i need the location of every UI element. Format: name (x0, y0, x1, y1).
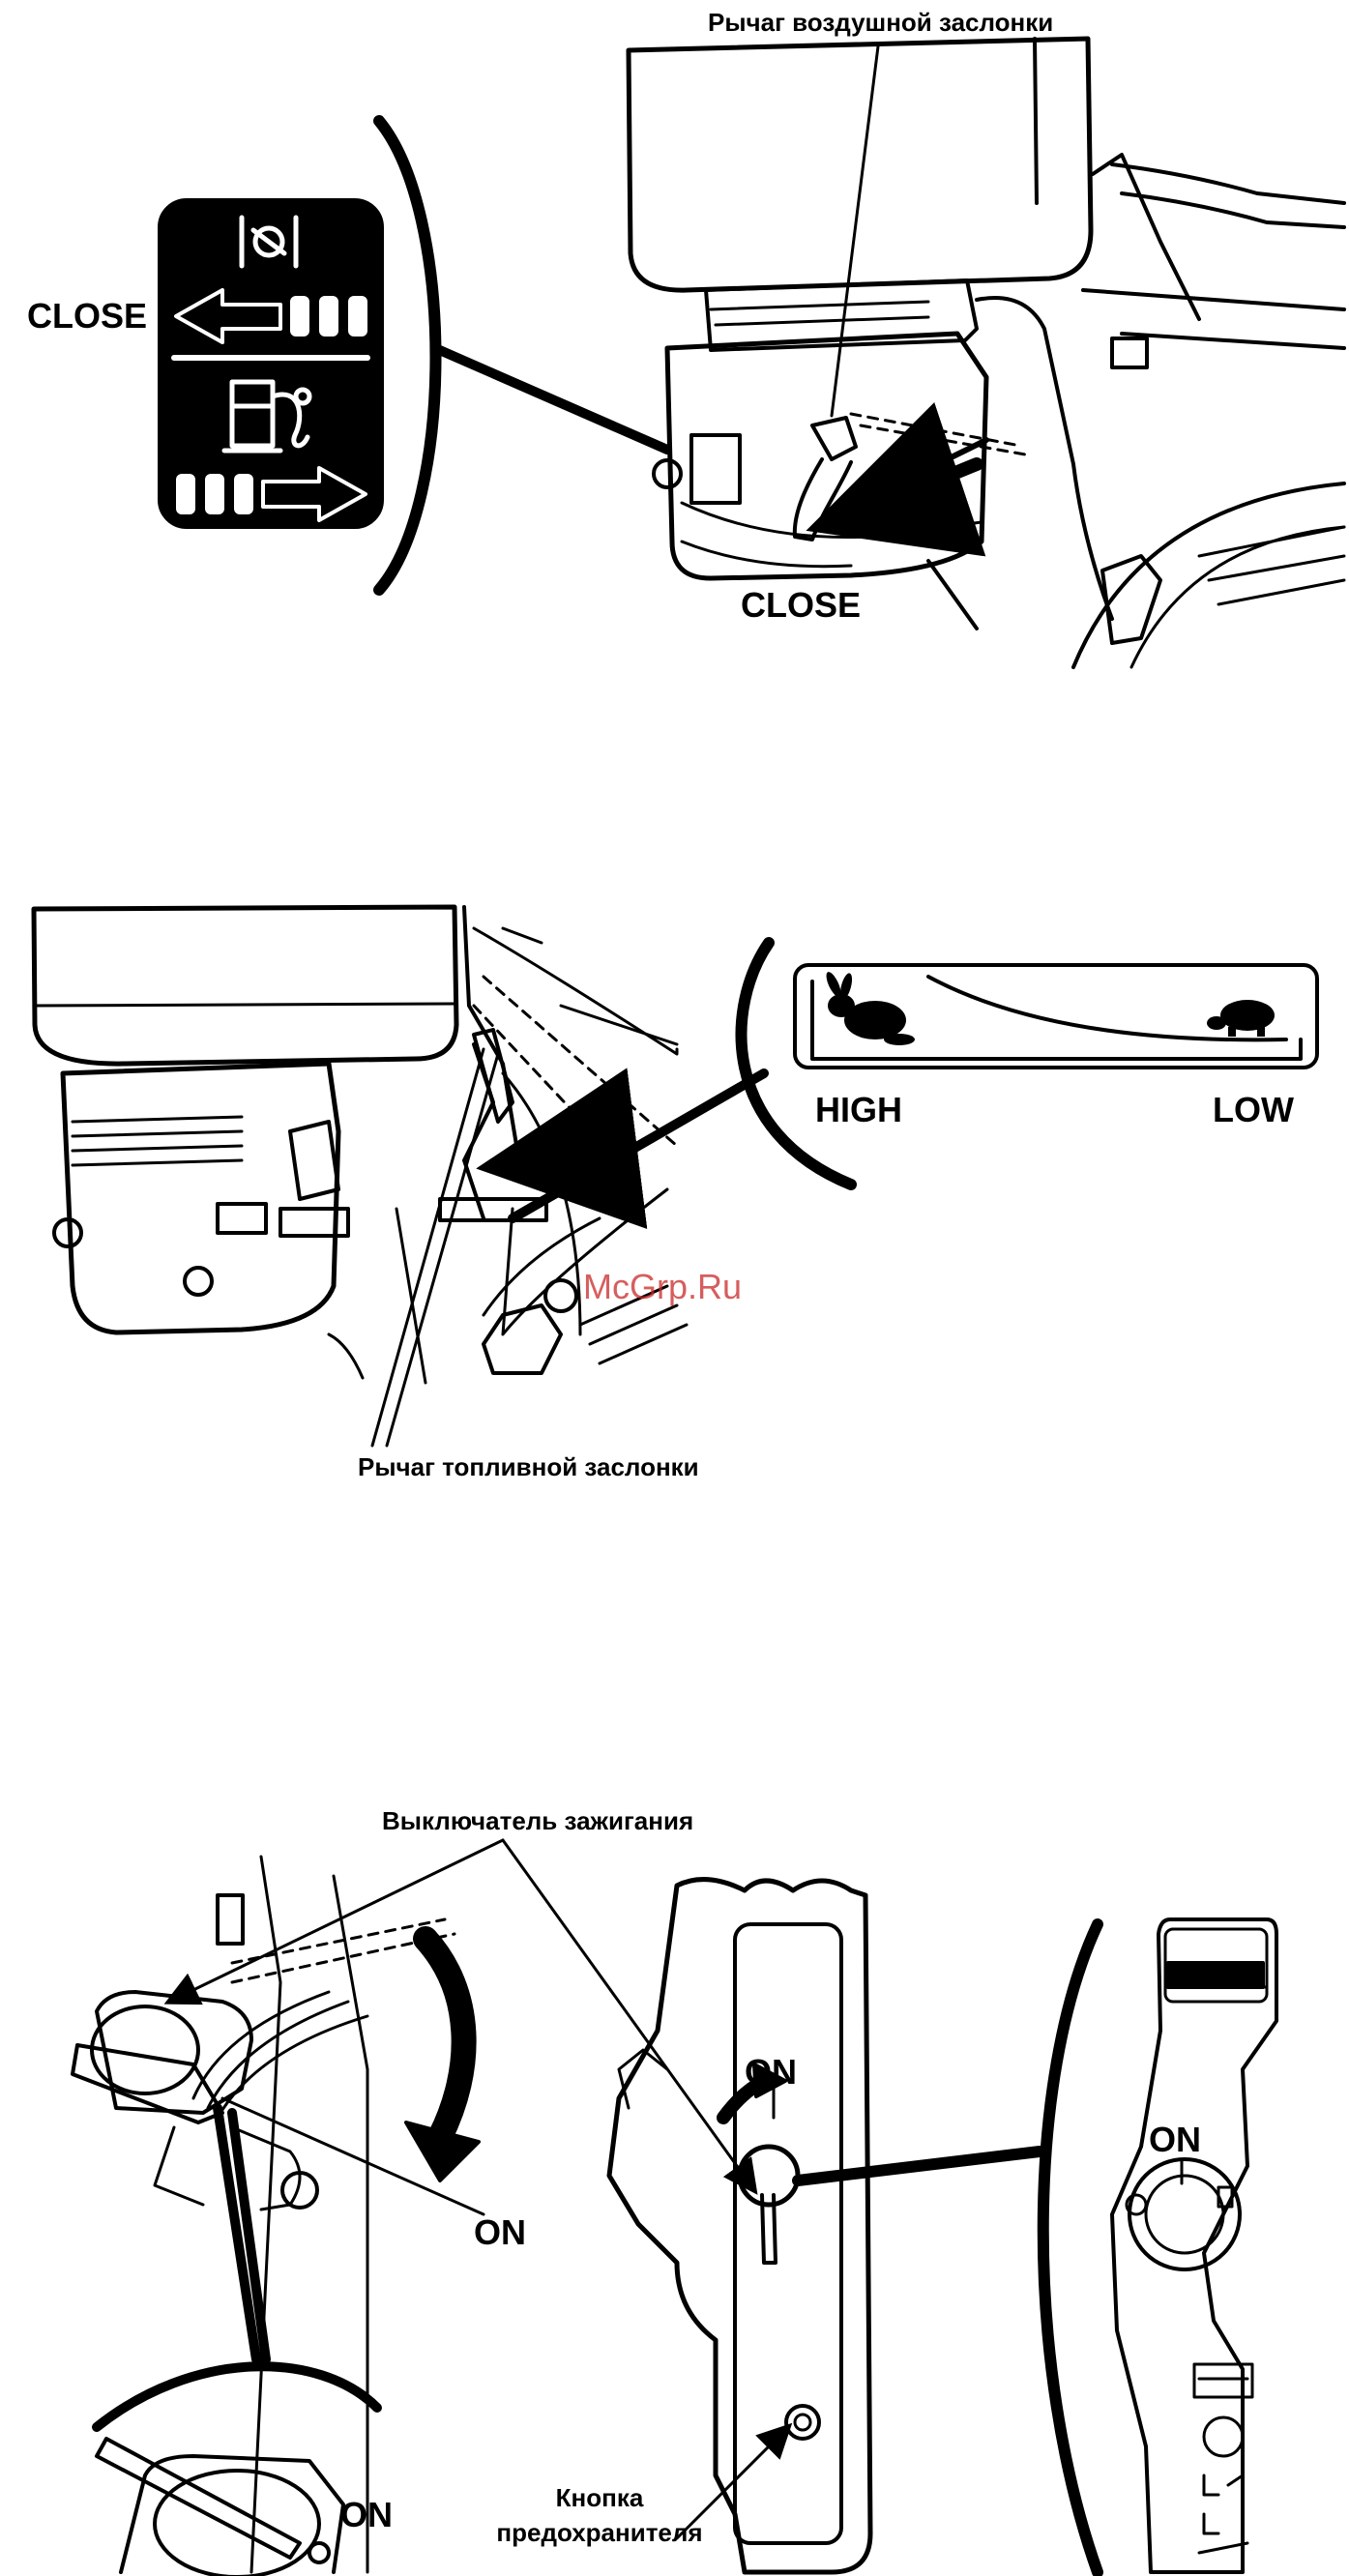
on-label-panel: ON (1149, 2120, 1201, 2160)
ignition-switch-knob (740, 2147, 798, 2205)
on-label-left: ON (474, 2212, 526, 2253)
callout-bracket (379, 121, 436, 590)
low-label: LOW (1213, 1090, 1294, 1130)
callout-bracket-3 (97, 2366, 377, 2427)
fuse-button-label-line1: Кнопка (503, 2483, 696, 2513)
choke-lever-label: Рычаг воздушной заслонки (708, 8, 1053, 38)
callout-bracket-4 (1043, 1924, 1098, 2572)
on-label-box: ON (745, 2052, 797, 2093)
throttle-lever-label: Рычаг топливной заслонки (358, 1452, 699, 1482)
watermark: McGrp.Ru (583, 1267, 742, 1307)
fuse-button-label-line2: предохранителя (484, 2518, 716, 2548)
figure-2-throttle (34, 907, 1317, 1446)
choke-direction-arrow (832, 464, 977, 522)
turtle-icon (1207, 1000, 1275, 1037)
figure-3-ignition (73, 1840, 1276, 2576)
rabbit-icon (824, 970, 915, 1045)
choke-lever-leader (832, 46, 878, 416)
high-label: HIGH (815, 1090, 902, 1130)
ignition-switch-label: Выключатель зажигания (382, 1806, 693, 1836)
on-label-bottom: ON (340, 2495, 393, 2535)
figure-1-choke (160, 39, 1344, 667)
close-label-left: CLOSE (27, 296, 147, 337)
close-label-bottom: CLOSE (741, 585, 861, 626)
on-rotation-arrow (425, 1939, 464, 2137)
